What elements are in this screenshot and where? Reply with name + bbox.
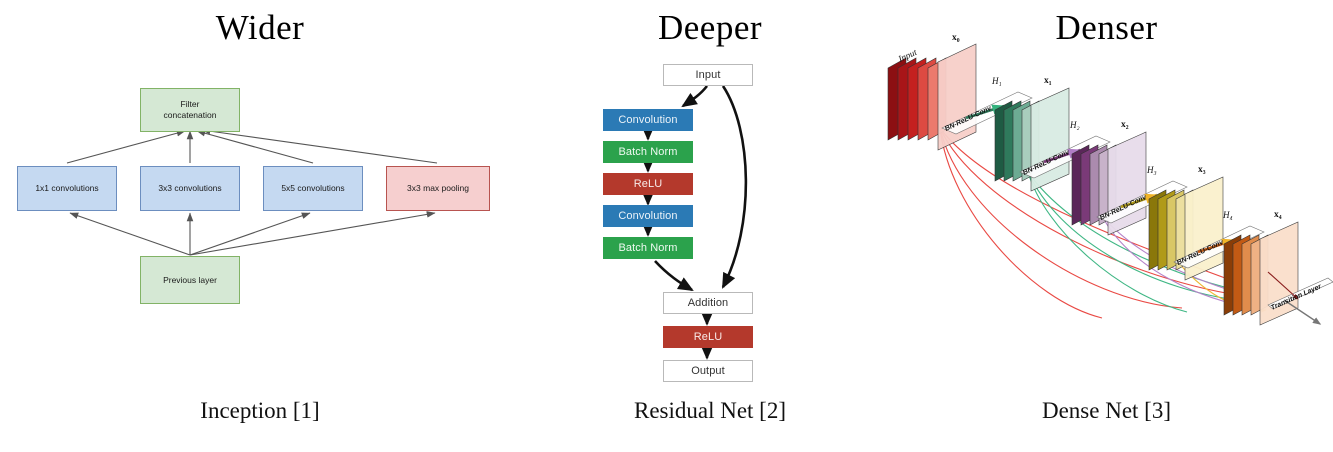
panel-densenet: Denser xyxy=(880,0,1333,452)
densenet-h4-label: H₄ xyxy=(1222,210,1233,220)
resnet-node-addition-label: Addition xyxy=(687,296,729,309)
panel-inception: Wider Filte xyxy=(0,0,520,452)
resnet-node-input-label: Input xyxy=(695,68,721,81)
resnet-node-batch-norm-2[interactable]: Batch Norm xyxy=(603,237,693,259)
inception-node-5x5-label: 5x5 convolutions xyxy=(281,183,345,194)
panel-resnet: Deeper xyxy=(540,0,880,452)
inception-filter-line2: concatenation xyxy=(163,110,217,120)
resnet-node-input[interactable]: Input xyxy=(663,64,753,86)
densenet-h2-label: H₂ xyxy=(1069,120,1080,130)
inception-filter-line1: Filter xyxy=(180,99,200,110)
resnet-node-relu-1[interactable]: ReLU xyxy=(603,173,693,195)
inception-node-3x3-label: 3x3 convolutions xyxy=(158,183,222,194)
resnet-node-batch-norm-1-label: Batch Norm xyxy=(618,145,678,158)
inception-node-1x1-convolutions[interactable]: 1x1 convolutions xyxy=(17,166,117,211)
densenet-x2-label: x₂ xyxy=(1121,120,1129,130)
inception-node-3x3-max-pooling[interactable]: 3x3 max pooling xyxy=(386,166,490,211)
resnet-node-output[interactable]: Output xyxy=(663,360,753,382)
resnet-node-convolution-1[interactable]: Convolution xyxy=(603,109,693,131)
inception-node-3x3-convolutions[interactable]: 3x3 convolutions xyxy=(140,166,240,211)
densenet-h3-label: H₃ xyxy=(1146,165,1157,175)
resnet-node-convolution-2-label: Convolution xyxy=(618,209,678,222)
densenet-diagram: Input x₀ H₁ x₁ H₂ x₂ H₃ x₃ H₄ x₄ BN-ReLU… xyxy=(887,33,1333,326)
inception-node-5x5-convolutions[interactable]: 5x5 convolutions xyxy=(263,166,363,211)
resnet-node-convolution-1-label: Convolution xyxy=(618,113,678,126)
densenet-x1-label: x₁ xyxy=(1044,76,1052,86)
inception-node-pool-label: 3x3 max pooling xyxy=(407,183,469,194)
densenet-x3-label: x₃ xyxy=(1198,165,1206,175)
densenet-transition-plane xyxy=(1267,277,1333,310)
resnet-node-output-label: Output xyxy=(691,364,725,377)
resnet-node-batch-norm-2-label: Batch Norm xyxy=(618,241,678,254)
panel-title-deeper: Deeper xyxy=(657,8,763,47)
resnet-node-convolution-2[interactable]: Convolution xyxy=(603,205,693,227)
panel-caption-resnet: Residual Net [2] xyxy=(633,398,786,423)
resnet-node-addition[interactable]: Addition xyxy=(663,292,753,314)
panel-caption-densenet: Dense Net [3] xyxy=(1041,398,1171,423)
inception-node-previous-layer[interactable]: Previous layer xyxy=(140,256,240,304)
inception-node-previous-label: Previous layer xyxy=(163,274,217,285)
resnet-node-relu-2-label: ReLU xyxy=(693,330,723,343)
resnet-node-relu-2[interactable]: ReLU xyxy=(663,326,753,348)
densenet-x0-label: x₀ xyxy=(952,33,960,43)
inception-arrows xyxy=(66,127,438,256)
resnet-arrows xyxy=(641,85,748,360)
panel-title-wider: Wider xyxy=(215,8,305,47)
inception-node-filter-concatenation[interactable]: Filter concatenation xyxy=(140,88,240,132)
panel-title-denser: Denser xyxy=(1055,8,1158,47)
densenet-op-plane-4 xyxy=(1173,225,1265,269)
resnet-node-relu-1-label: ReLU xyxy=(633,177,663,190)
densenet-h1-label: H₁ xyxy=(991,76,1002,86)
densenet-x4-label: x₄ xyxy=(1274,210,1282,220)
resnet-node-batch-norm-1[interactable]: Batch Norm xyxy=(603,141,693,163)
inception-node-1x1-label: 1x1 convolutions xyxy=(35,183,99,194)
panel-caption-inception: Inception [1] xyxy=(200,398,320,423)
